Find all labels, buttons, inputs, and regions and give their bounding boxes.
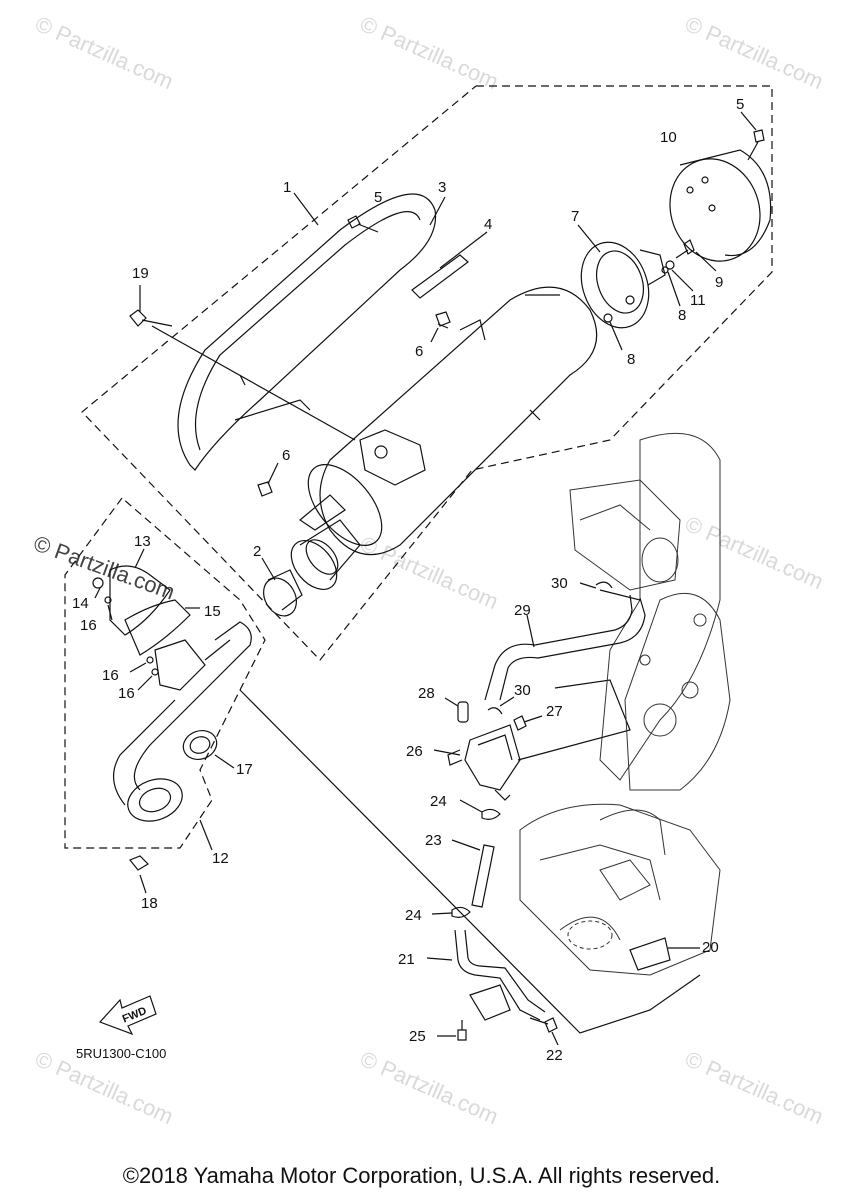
fwd-arrow-icon bbox=[98, 995, 157, 1036]
callout-16: 16 bbox=[80, 617, 97, 634]
callout-7: 7 bbox=[571, 208, 579, 225]
nut-18 bbox=[129, 855, 149, 871]
callout-30: 30 bbox=[514, 682, 531, 699]
callout-28: 28 bbox=[418, 685, 435, 702]
heat-protector bbox=[177, 193, 437, 471]
copyright-notice: ©2018 Yamaha Motor Corporation, U.S.A. A… bbox=[122, 1163, 721, 1188]
callout-25: 25 bbox=[409, 1028, 426, 1045]
callout-12: 12 bbox=[212, 850, 229, 867]
group-outline-muffler bbox=[81, 85, 773, 661]
gasket-strip bbox=[411, 254, 469, 299]
group-outline-pipe bbox=[64, 497, 266, 849]
callout-6: 6 bbox=[415, 343, 423, 360]
callout-26: 26 bbox=[406, 743, 423, 760]
nut-6-bottom bbox=[257, 481, 273, 497]
callouts: 1 2 3 4 5 5 6 6 7 8 8 9 10 11 12 13 14 1… bbox=[72, 96, 744, 1064]
callout-30: 30 bbox=[551, 575, 568, 592]
callout-19: 19 bbox=[132, 265, 149, 282]
bolt-19 bbox=[129, 309, 173, 327]
fwd-label: FWD bbox=[121, 1005, 149, 1026]
callout-5: 5 bbox=[374, 189, 382, 206]
clip-30-top bbox=[595, 581, 613, 589]
callout-13: 13 bbox=[134, 533, 151, 550]
exhaust-gasket-inner bbox=[189, 736, 211, 754]
cap-28 bbox=[457, 701, 469, 723]
nut-6-top bbox=[435, 311, 451, 329]
air-pipe-21 bbox=[454, 929, 546, 1021]
callout-23: 23 bbox=[425, 832, 442, 849]
clamp-24-bottom bbox=[451, 906, 471, 918]
washer-8a bbox=[661, 266, 669, 274]
washer-16b bbox=[146, 656, 154, 664]
callout-10: 10 bbox=[660, 129, 677, 146]
engine-crankcase bbox=[569, 432, 731, 791]
callout-16: 16 bbox=[118, 685, 135, 702]
guide-line-pump bbox=[517, 679, 631, 761]
callout-22: 22 bbox=[546, 1047, 563, 1064]
washer-8b bbox=[603, 313, 613, 323]
bolt-22 bbox=[529, 1017, 558, 1033]
bolt-27 bbox=[513, 715, 543, 731]
air-hose bbox=[484, 589, 646, 701]
muffler-inlet-pipe bbox=[290, 519, 361, 590]
callout-11: 11 bbox=[690, 292, 706, 309]
bolt-9 bbox=[675, 239, 695, 259]
callout-20: 20 bbox=[702, 939, 719, 956]
washer-11 bbox=[665, 260, 675, 270]
guide-line-engine bbox=[239, 689, 701, 1034]
bolt-25 bbox=[457, 1020, 467, 1041]
washer-16a bbox=[104, 596, 112, 604]
callout-2: 2 bbox=[253, 543, 261, 560]
screw-14 bbox=[92, 577, 104, 589]
clip-30-bottom bbox=[487, 707, 503, 715]
callout-4: 4 bbox=[484, 216, 492, 233]
bolt-5-left bbox=[347, 215, 379, 233]
exhaust-pipe bbox=[113, 621, 252, 822]
callout-17: 17 bbox=[236, 761, 253, 778]
pipe-protector bbox=[109, 565, 191, 656]
air-cut-valve bbox=[447, 724, 521, 801]
callout-16: 16 bbox=[102, 667, 119, 684]
muffler-body bbox=[298, 286, 598, 556]
gasket-plate-20 bbox=[629, 937, 671, 971]
tail-protector-cap bbox=[669, 149, 772, 262]
exhaust-gasket bbox=[182, 730, 218, 760]
callout-9: 9 bbox=[715, 274, 723, 291]
callout-21: 21 bbox=[398, 951, 415, 968]
washer-16c bbox=[151, 668, 159, 676]
callout-8: 8 bbox=[678, 307, 686, 324]
callout-18: 18 bbox=[141, 895, 158, 912]
bolt-5-right bbox=[747, 129, 765, 161]
callout-15: 15 bbox=[204, 603, 221, 620]
callout-24: 24 bbox=[430, 793, 447, 810]
clamp-24-top bbox=[481, 808, 501, 820]
callout-14: 14 bbox=[72, 595, 89, 612]
hose-23 bbox=[471, 844, 495, 908]
callout-24: 24 bbox=[405, 907, 422, 924]
end-cap bbox=[580, 241, 666, 329]
exhaust-joint-gasket bbox=[263, 569, 303, 617]
diagram-reference-code: 5RU1300-C100 bbox=[76, 1046, 167, 1061]
callout-1: 1 bbox=[283, 179, 291, 196]
callout-5: 5 bbox=[736, 96, 744, 113]
callout-27: 27 bbox=[546, 703, 563, 720]
engine-cylinder bbox=[519, 803, 721, 976]
callout-29: 29 bbox=[514, 602, 531, 619]
callout-6: 6 bbox=[282, 447, 290, 464]
callout-3: 3 bbox=[438, 179, 446, 196]
callout-8: 8 bbox=[627, 351, 635, 368]
